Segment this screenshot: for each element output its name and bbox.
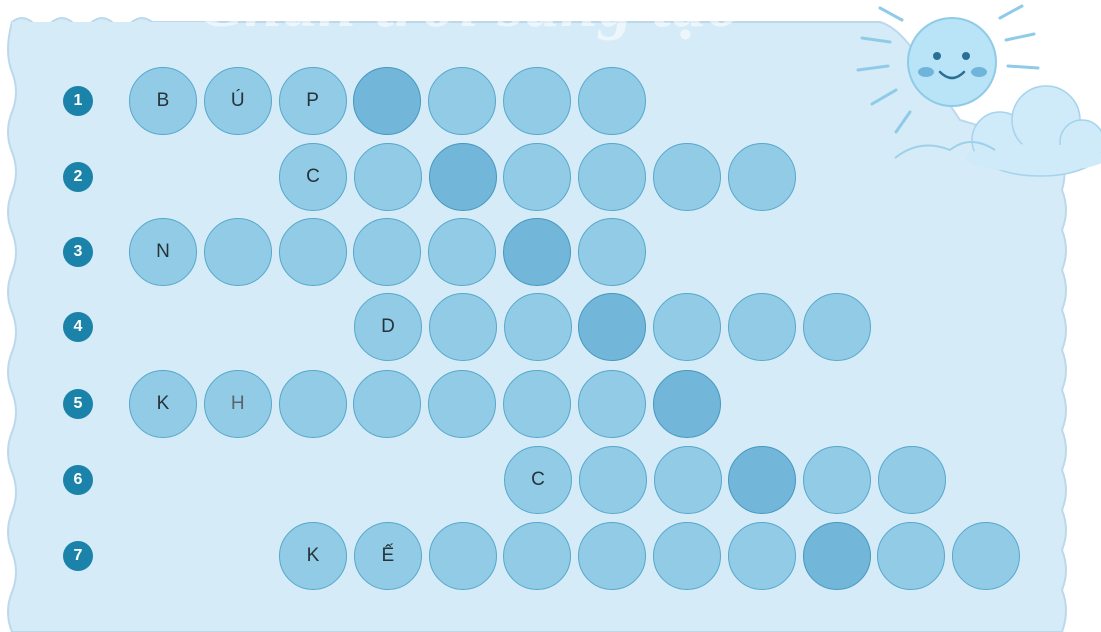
letter-cell[interactable]: K	[129, 370, 197, 438]
letter-cell[interactable]	[654, 446, 722, 514]
row-number-6: 6	[63, 465, 93, 495]
row-number-1: 1	[63, 86, 93, 116]
letter-cell[interactable]: N	[129, 218, 197, 286]
letter-cell[interactable]	[504, 293, 572, 361]
letter-cell[interactable]	[353, 370, 421, 438]
watermark-text: Chân trời sáng tạo	[198, 0, 742, 43]
letter-cell[interactable]	[728, 446, 796, 514]
letter-cell[interactable]	[503, 370, 571, 438]
letter-cell[interactable]	[578, 293, 646, 361]
letter-cell[interactable]	[428, 370, 496, 438]
letter-cell[interactable]	[503, 522, 571, 590]
letter-cell[interactable]	[578, 143, 646, 211]
letter-cell[interactable]: D	[354, 293, 422, 361]
letter-cell[interactable]	[653, 522, 721, 590]
letter-cell[interactable]: Ú	[204, 67, 272, 135]
letter-cell[interactable]	[578, 522, 646, 590]
letter-cell[interactable]: C	[504, 446, 572, 514]
row-number-3: 3	[63, 237, 93, 267]
letter-cell[interactable]	[353, 67, 421, 135]
letter-cell[interactable]: B	[129, 67, 197, 135]
letter-cell[interactable]	[878, 446, 946, 514]
row-number-7: 7	[63, 541, 93, 571]
letter-cell[interactable]	[579, 446, 647, 514]
letter-cell[interactable]	[952, 522, 1020, 590]
letter-cell[interactable]	[204, 218, 272, 286]
row-number-5: 5	[63, 389, 93, 419]
row-number-4: 4	[63, 312, 93, 342]
letter-cell[interactable]	[354, 143, 422, 211]
row-number-2: 2	[63, 162, 93, 192]
letter-cell[interactable]	[429, 522, 497, 590]
letter-cell[interactable]: K	[279, 522, 347, 590]
letter-cell[interactable]: C	[279, 143, 347, 211]
letter-cell[interactable]	[578, 218, 646, 286]
letter-cell[interactable]	[279, 370, 347, 438]
letter-cell[interactable]	[728, 293, 796, 361]
letter-cell[interactable]	[279, 218, 347, 286]
letter-cell[interactable]	[428, 67, 496, 135]
letter-cell[interactable]	[803, 293, 871, 361]
letter-cell[interactable]	[803, 446, 871, 514]
letter-cell[interactable]	[503, 143, 571, 211]
letter-cell[interactable]	[653, 293, 721, 361]
letter-cell[interactable]	[429, 143, 497, 211]
letter-cell[interactable]: H	[204, 370, 272, 438]
watermark: Chân trời sáng tạo	[150, 0, 870, 52]
letter-cell[interactable]	[353, 218, 421, 286]
letter-cell[interactable]	[653, 143, 721, 211]
letter-cell[interactable]	[728, 522, 796, 590]
letter-cell[interactable]	[877, 522, 945, 590]
letter-cell[interactable]	[653, 370, 721, 438]
letter-cell[interactable]	[503, 218, 571, 286]
letter-cell[interactable]	[429, 293, 497, 361]
letter-cell[interactable]	[503, 67, 571, 135]
letter-cell[interactable]	[578, 370, 646, 438]
letter-cell[interactable]	[428, 218, 496, 286]
letter-cell[interactable]	[728, 143, 796, 211]
letter-cell[interactable]	[803, 522, 871, 590]
letter-cell[interactable]	[578, 67, 646, 135]
letter-cell[interactable]: Ế	[354, 522, 422, 590]
letter-cell[interactable]: P	[279, 67, 347, 135]
